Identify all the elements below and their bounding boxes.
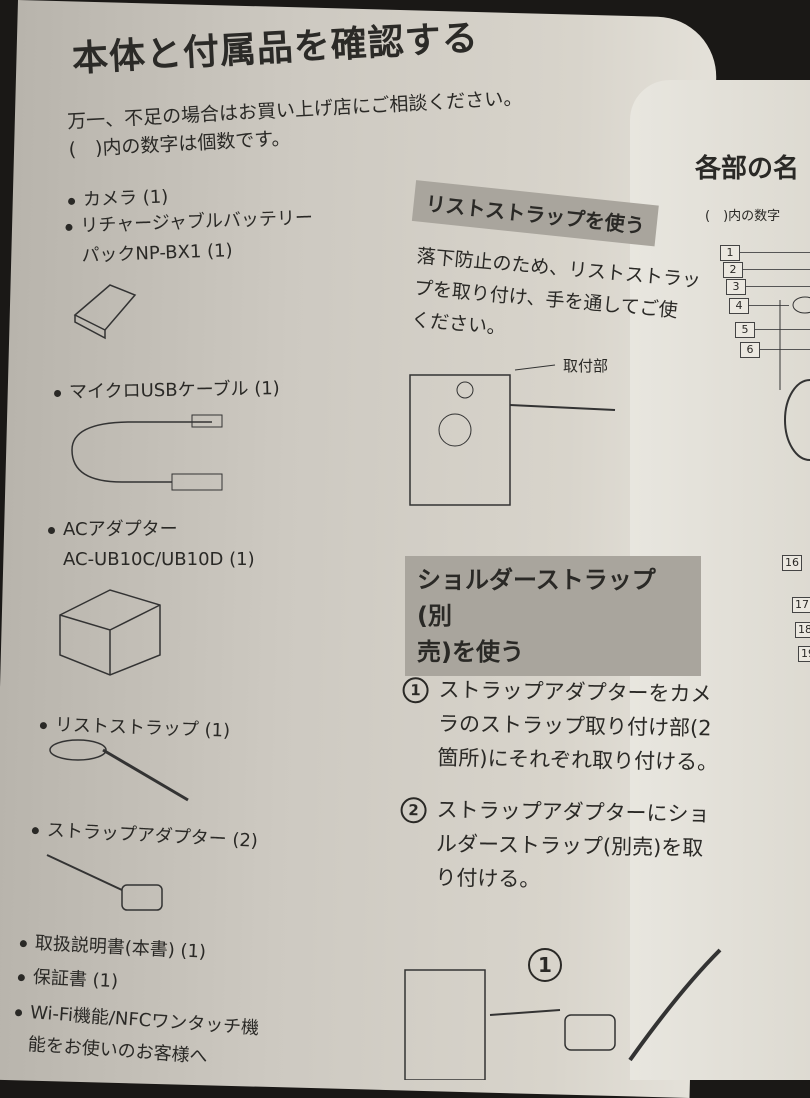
accessory-strap-adapter: ストラップアダプター (2) [31, 815, 258, 853]
accessory-manual: 取扱説明書(本書) (1) [19, 928, 206, 964]
bullet-icon [14, 1008, 23, 1017]
shoulder-strap-diagram [404, 948, 722, 1080]
bullet-icon [65, 223, 73, 231]
ac-adapter-illustration [59, 589, 161, 676]
part-number-1: 1 [720, 245, 740, 261]
accessory-battery: リチャージャブルバッテリーパックNP-BX1 (1) [65, 203, 315, 272]
step-number-badge: 2 [400, 797, 427, 824]
accessory-camera: カメラ (1) [67, 183, 169, 212]
step-number-badge: 1 [402, 677, 429, 704]
wrist-strap-diagram [409, 364, 616, 506]
right-page-note: ( )内の数字 [705, 209, 781, 224]
camera-illustration [779, 296, 810, 461]
bullet-icon [53, 389, 62, 397]
attachment-point-callout: 取付部 [563, 357, 609, 375]
accessory-wifi-notice: Wi-Fi機能/NFCワンタッチ機能をお使いのお客様へ [12, 996, 260, 1077]
bullet-icon [31, 826, 40, 834]
part-number-5: 5 [735, 322, 755, 338]
wrist-strap-illustration [49, 739, 189, 802]
wrist-strap-body: 落下防止のため、リストストラッ プを取り付け、手を通してご使 ください。 [410, 245, 702, 340]
page-title: 本体と付属品を確認する [71, 17, 480, 80]
shoulder-strap-heading: ショルダーストラップ(別 売)を使う [405, 556, 701, 676]
bullet-icon [17, 973, 26, 981]
part-number-16: 16 [782, 555, 802, 571]
usb-cable-illustration [71, 414, 223, 491]
battery-illustration [73, 284, 137, 340]
intro-text: 万一、不足の場合はお買い上げ店にご相談ください。 ( )内の数字は個数です。 [67, 84, 525, 164]
bullet-icon [67, 197, 76, 205]
accessory-warranty: 保証書 (1) [17, 962, 119, 993]
bullet-icon [48, 526, 55, 534]
bullet-icon [19, 939, 28, 947]
strap-adapter-illustration [46, 854, 163, 911]
right-page-title: 各部の名 [695, 154, 800, 184]
part-number-3: 3 [726, 279, 746, 295]
part-number-6: 6 [740, 342, 760, 358]
diagram-step-badge: 1 [528, 948, 562, 982]
part-number-17: 17 [792, 597, 810, 613]
part-number-19: 19 [798, 646, 810, 662]
part-number-18: 18 [795, 622, 810, 638]
accessory-usb-cable: マイクロUSBケーブル (1) [53, 374, 280, 404]
wrist-strap-heading: リストストラップを使う [411, 180, 659, 247]
part-number-2: 2 [723, 262, 743, 278]
bullet-icon [39, 721, 48, 729]
part-number-4: 4 [729, 298, 749, 314]
